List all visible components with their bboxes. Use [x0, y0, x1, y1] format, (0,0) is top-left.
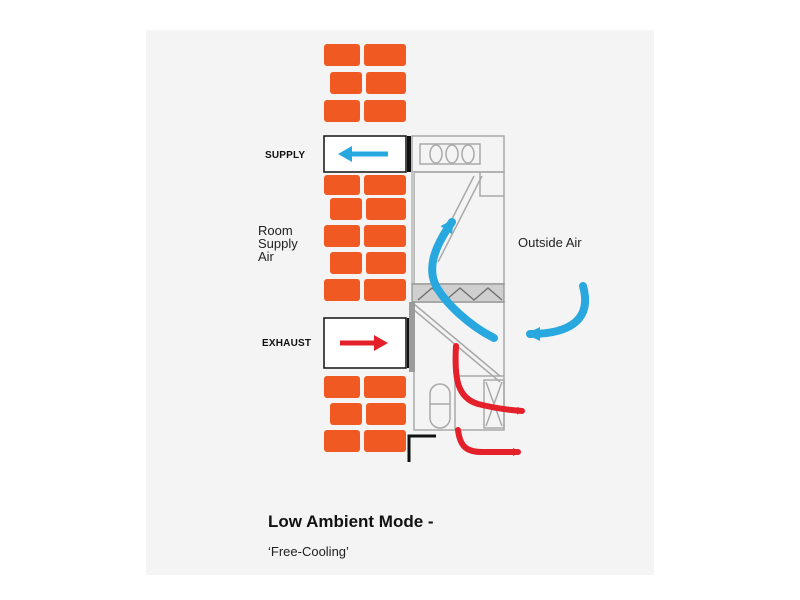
exhaust-label: EXHAUST — [262, 338, 312, 349]
brick-wall-middle — [324, 175, 406, 301]
heat-exchanger-coil — [411, 283, 505, 303]
mounting-bracket — [407, 434, 436, 462]
outside-air-label: Outside Air — [518, 235, 582, 250]
room-supply-air-line-3: Air — [258, 249, 274, 264]
arrow-left-icon — [338, 146, 388, 162]
supply-label: SUPPLY — [265, 150, 306, 161]
room-supply-air-line-2: Supply — [258, 236, 298, 251]
caption-title: Low Ambient Mode - — [268, 512, 434, 531]
arrow-right-icon — [340, 335, 388, 351]
room-supply-air-line-1: Room — [258, 223, 293, 238]
caption-subtitle: ‘Free-Cooling’ — [268, 544, 349, 559]
outside-air-flow — [428, 218, 590, 342]
supply-fan — [419, 143, 481, 165]
wall-plate-lower — [409, 302, 415, 372]
exhaust-air-flow — [452, 343, 525, 456]
brick-wall-lower — [324, 376, 406, 452]
brick-wall-upper — [324, 44, 406, 122]
wall-plate-upper — [411, 172, 414, 284]
